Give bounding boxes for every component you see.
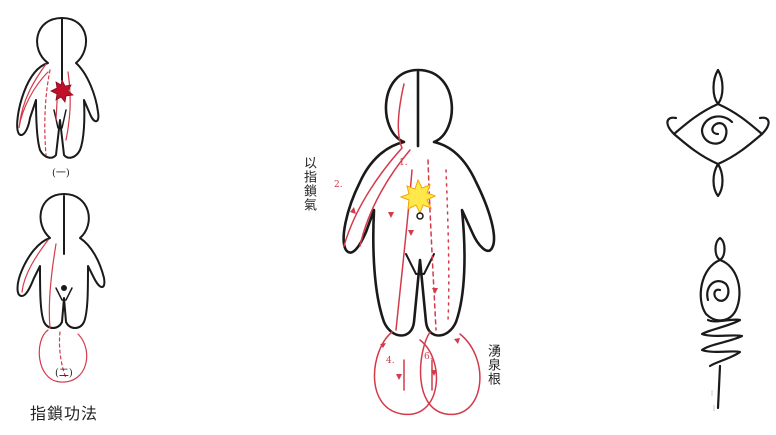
side-label-right: 湧泉根 xyxy=(486,344,499,386)
side-label-left: 以指鎖氣 xyxy=(302,156,315,212)
figure-2-label: (二) xyxy=(55,364,73,379)
channel-number-1: 1. xyxy=(399,158,408,168)
channel-number-2: 2. xyxy=(334,180,343,190)
channel-number-4: 4. xyxy=(386,356,395,366)
figure-1-label: (一) xyxy=(52,164,70,179)
channel-number-6: 6. xyxy=(424,352,433,362)
diagram-caption: 指鎖功法 xyxy=(30,400,98,424)
